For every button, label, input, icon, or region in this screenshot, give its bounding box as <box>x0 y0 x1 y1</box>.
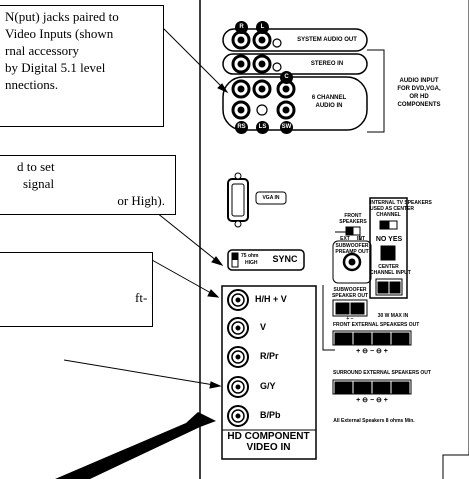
callout-line: or High). <box>117 193 165 208</box>
audio-input-bracket <box>367 49 385 133</box>
ext-label: EXT <box>340 236 350 242</box>
sync-ohm-label-2: HIGH <box>245 260 258 266</box>
subwoofer-preamp-label-1: SUBWOOFER <box>335 243 369 249</box>
hd-label-b: B/Pb <box>260 410 281 420</box>
subwoofer-preamp-label-2: PREAMP OUT <box>335 249 369 255</box>
callout-sync: d to set signal or High). <box>0 155 176 215</box>
hd-label-v: V <box>260 322 267 332</box>
rca-jacks-audio <box>231 30 296 120</box>
audio-input-label-2: FOR DVD,VGA, <box>397 86 441 92</box>
six-channel-label-2: AUDIO IN <box>315 103 343 109</box>
center-input-label-1: CENTER <box>378 264 399 270</box>
callout-audio: N(put) jacks paired to Video Inputs (sho… <box>0 5 164 127</box>
jack <box>252 79 272 99</box>
hd-label-hv: H/H + V <box>255 294 287 304</box>
callout-line: d to set <box>17 159 55 174</box>
screw <box>256 104 268 116</box>
tag-r: R <box>235 21 248 34</box>
callout-hd: ft- <box>0 252 153 327</box>
hd-label-r: R/Pr <box>260 351 279 361</box>
hd-component-title-1: HD COMPONENT <box>227 431 310 442</box>
surround-ext-polarity: + ⊖ − ⊖ + <box>356 397 388 404</box>
callout-line: signal <box>23 176 55 191</box>
ohms-note: All External Speakers 8 ohms Min. <box>333 418 415 424</box>
front-ext-label: FRONT EXTERNAL SPEAKERS OUT <box>333 322 420 328</box>
tag-sw: SW <box>280 121 293 134</box>
audio-input-label-3: OR HD <box>409 94 429 100</box>
audio-input-label-4: COMPONENTS <box>397 102 441 108</box>
subwoofer-speaker-label-2: SPEAKER OUT <box>331 293 369 299</box>
sync-ohm-label-1: 75 ohm <box>241 253 259 259</box>
center-input-label-2: CHANNEL INPUT <box>370 270 411 276</box>
tag-c: C <box>280 71 293 84</box>
jack <box>227 405 249 427</box>
screw <box>272 62 282 72</box>
callout-line: rnal accessory <box>5 43 79 58</box>
hd-component-title-2: VIDEO IN <box>246 442 291 453</box>
internal-tv-label-1: INTERNAL TV SPEAKERS <box>370 200 432 206</box>
int-label: INT <box>356 236 366 242</box>
tag-ls: LS <box>256 121 269 134</box>
jack <box>227 317 249 339</box>
jack <box>252 54 272 74</box>
callout-line: Video Inputs (shown <box>5 26 114 41</box>
subwoofer-terminals-polarity: + − <box>346 316 354 322</box>
subwoofer-preamp-jack <box>342 252 362 272</box>
bnc-jacks <box>227 289 249 427</box>
jack <box>276 100 296 120</box>
jack <box>276 79 296 99</box>
screw <box>272 38 282 48</box>
callout-line: ft- <box>135 290 148 305</box>
stereo-in-group <box>222 53 368 75</box>
no-yes-label: NO YES <box>375 236 403 243</box>
callout-line: nnections. <box>5 77 59 92</box>
hd-label-g: G/Y <box>260 381 276 391</box>
jack <box>231 79 251 99</box>
corner-box <box>442 454 469 479</box>
audio-input-label-1: AUDIO INPUT <box>399 78 439 84</box>
internal-tv-label-2: USED AS CENTER <box>370 206 414 212</box>
tag-l: L <box>256 21 269 34</box>
surround-ext-label: SURROUND EXTERNAL SPEAKERS OUT <box>333 370 431 376</box>
stereo-in-label: STEREO IN <box>310 61 344 67</box>
vga-in-label-box <box>255 191 287 205</box>
tag-rs: RS <box>235 121 248 134</box>
vga-connector <box>227 172 249 228</box>
six-channel-label-1: 6 CHANNEL <box>311 95 347 101</box>
jack <box>227 376 249 398</box>
system-audio-out-group <box>222 28 368 52</box>
vga-in-label: VGA IN <box>262 195 280 201</box>
thick-arrow <box>55 412 216 479</box>
speaker-section <box>322 197 412 395</box>
jack <box>231 54 251 74</box>
callout-line: by Digital 5.1 level <box>5 60 106 75</box>
jack <box>227 346 249 368</box>
front-ext-polarity: + ⊖ − ⊖ + <box>356 348 388 355</box>
internal-tv-label-3: CHANNEL <box>376 212 401 218</box>
jack <box>227 289 249 311</box>
sync-switch-box <box>227 249 305 271</box>
subwoofer-speaker-label-1: SUBWOOFER <box>333 287 367 293</box>
jack <box>231 100 251 120</box>
front-speakers-label-1: FRONT <box>344 213 362 219</box>
max-in-label: 30 W MAX IN <box>377 313 409 319</box>
system-audio-out-label: SYSTEM AUDIO OUT <box>297 37 357 43</box>
front-speakers-label-2: SPEAKERS <box>339 219 367 225</box>
callout-line: N(put) jacks paired to <box>5 9 119 24</box>
sync-label: SYNC <box>272 254 298 264</box>
